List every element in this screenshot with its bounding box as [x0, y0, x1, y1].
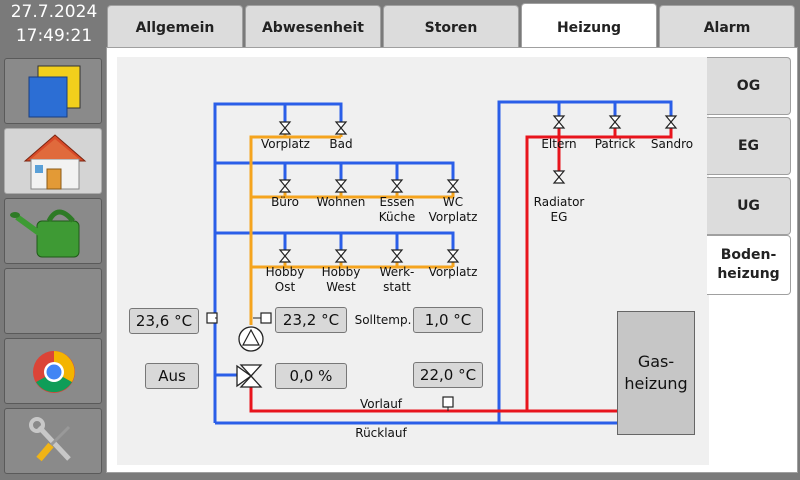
solltemp-label: Solltemp. — [354, 313, 412, 327]
tab-alarm[interactable]: Alarm — [659, 5, 795, 47]
tab-allgemein[interactable]: Allgemein — [107, 5, 243, 47]
nav-empty-button[interactable] — [4, 268, 102, 334]
tab-storen[interactable]: Storen — [383, 5, 519, 47]
room-label: Wohnen — [316, 195, 366, 209]
main-area: Allgemein Abwesenheit Storen Heizung Ala… — [106, 0, 800, 480]
house-icon — [23, 134, 87, 190]
valve-position-display: 0,0 % — [275, 363, 347, 389]
vorlauf-label: Vorlauf — [359, 397, 403, 411]
room-label: Büro — [271, 195, 299, 209]
side-tab-og[interactable]: OG — [707, 57, 791, 115]
supply-temp-display: 23,2 °C — [275, 307, 347, 333]
mixer-valve-icon — [236, 364, 263, 388]
outside-temp-display: 23,6 °C — [129, 308, 199, 334]
return-pipes — [213, 100, 673, 425]
room-label: Vorplatz — [261, 137, 310, 151]
clock: 27.7.2024 17:49:21 — [0, 0, 108, 56]
time-display: 17:49:21 — [15, 26, 93, 46]
pump-icon — [238, 326, 264, 352]
tab-heizung[interactable]: Heizung — [521, 3, 657, 49]
gas-heater: Gas-heizung — [617, 311, 695, 435]
floor-supply-pipes — [249, 133, 455, 325]
pipe-diagram — [206, 100, 678, 425]
tab-abwesenheit[interactable]: Abwesenheit — [245, 5, 381, 47]
room-label: Bad — [329, 137, 353, 151]
valve-icons — [278, 115, 678, 263]
return-temp-display: 22,0 °C — [413, 362, 483, 388]
nav-home-button[interactable] — [4, 128, 102, 194]
room-label: Sandro — [650, 137, 694, 151]
chrome-icon — [33, 351, 75, 393]
watering-can-icon — [10, 209, 80, 258]
nav-windows-button[interactable] — [4, 58, 102, 124]
date-display: 27.7.2024 — [10, 2, 98, 22]
room-label: Werk-statt — [379, 265, 415, 294]
solltemp-input[interactable]: 1,0 °C — [413, 307, 483, 333]
left-sidebar: 27.7.2024 17:49:21 — [0, 0, 108, 480]
room-label: Vorplatz — [428, 265, 478, 279]
room-label: Patrick — [594, 137, 636, 151]
wrench-screwdriver-icon — [29, 417, 71, 462]
ruecklauf-label: Rücklauf — [355, 426, 407, 440]
side-tab-ug[interactable]: UG — [707, 177, 791, 235]
room-label: Eltern — [541, 137, 577, 151]
nav-garden-button[interactable] — [4, 198, 102, 264]
nav-tools-button[interactable] — [4, 408, 102, 474]
mode-button[interactable]: Aus — [145, 363, 199, 389]
supply-pipes — [249, 127, 673, 413]
windows-squares-icon — [28, 65, 81, 118]
side-tab-eg[interactable]: EG — [707, 117, 791, 175]
nav-browser-button[interactable] — [4, 338, 102, 404]
side-tab-bodenheizung[interactable]: Boden-heizung — [707, 235, 791, 295]
